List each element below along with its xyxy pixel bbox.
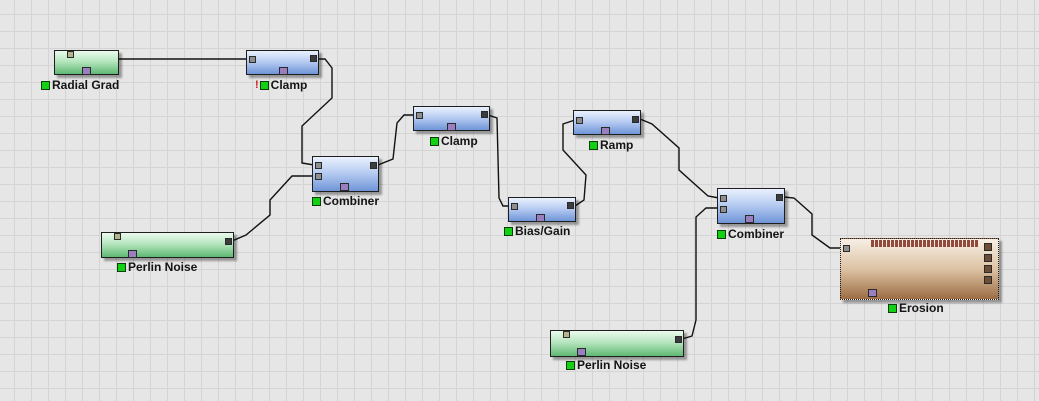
input-port[interactable] (315, 173, 322, 180)
bottom-port[interactable] (868, 289, 877, 297)
output-port[interactable] (984, 243, 992, 251)
node-label: ! Clamp (255, 78, 307, 92)
wire-clamp-to-biasgain[interactable] (487, 114, 510, 207)
node-name: Perlin Noise (128, 260, 198, 274)
input-port[interactable] (720, 195, 727, 202)
output-port[interactable] (310, 55, 317, 62)
param-port[interactable] (114, 233, 121, 240)
node-name: Clamp (441, 134, 478, 148)
input-port[interactable] (315, 162, 322, 169)
node-ramp[interactable] (573, 110, 641, 135)
output-port[interactable] (632, 116, 639, 123)
node-label: Ramp (589, 138, 633, 152)
input-port[interactable] (843, 245, 850, 252)
node-name: Erosion (899, 301, 944, 315)
node-name: Bias/Gain (515, 224, 571, 238)
param-port[interactable] (563, 331, 570, 338)
wire-perlin-to-combiner[interactable] (231, 175, 314, 242)
node-label: Radial Grad (41, 78, 119, 92)
bottom-port[interactable] (128, 250, 137, 258)
status-indicator[interactable] (504, 226, 513, 236)
status-indicator[interactable] (566, 360, 575, 370)
node-name: Clamp (270, 78, 308, 92)
output-port[interactable] (984, 254, 992, 262)
output-port[interactable] (567, 202, 574, 209)
input-port[interactable] (720, 206, 727, 213)
node-label: Combiner (312, 194, 379, 208)
node-radial-grad[interactable] (54, 50, 119, 75)
status-indicator[interactable] (117, 262, 126, 272)
node-label: Bias/Gain (504, 224, 570, 238)
output-port[interactable] (675, 336, 682, 343)
node-name: Perlin Noise (577, 358, 647, 372)
output-port[interactable] (370, 162, 377, 169)
output-port[interactable] (984, 276, 992, 284)
bottom-port[interactable] (340, 183, 349, 191)
node-bias-gain[interactable] (508, 197, 576, 222)
node-name: Combiner (323, 194, 380, 208)
bottom-port[interactable] (601, 127, 610, 135)
status-indicator[interactable] (589, 140, 598, 150)
node-label: Perlin Noise (566, 358, 646, 372)
node-combiner-2[interactable] (717, 188, 785, 224)
output-port[interactable] (776, 194, 783, 201)
status-indicator[interactable] (717, 229, 726, 239)
node-name: Ramp (600, 138, 634, 152)
node-combiner-1[interactable] (312, 156, 379, 192)
status-indicator[interactable] (312, 196, 321, 206)
wire-perlin-to-combiner2[interactable] (681, 207, 719, 340)
wire-clamp-to-combiner[interactable] (301, 58, 333, 166)
output-port[interactable] (984, 265, 992, 273)
wire-combiner-to-clamp[interactable] (377, 114, 415, 166)
wire-biasgain-to-ramp[interactable] (562, 119, 587, 207)
node-label: Perlin Noise (117, 260, 197, 274)
input-port[interactable] (416, 112, 423, 119)
status-indicator[interactable] (888, 303, 897, 313)
wire-combiner-to-erosion[interactable] (783, 196, 842, 249)
node-name: Radial Grad (52, 78, 120, 92)
bottom-port[interactable] (745, 215, 754, 223)
wire-ramp-to-combiner[interactable] (639, 118, 720, 199)
node-label: Combiner (717, 227, 784, 241)
bottom-port[interactable] (447, 123, 456, 131)
bottom-port[interactable] (577, 348, 586, 356)
bottom-port[interactable] (82, 67, 91, 75)
status-indicator[interactable] (259, 80, 269, 90)
node-erosion[interactable] (840, 238, 999, 300)
node-clamp-1[interactable] (246, 50, 319, 75)
input-port[interactable] (249, 56, 256, 63)
status-indicator[interactable] (430, 136, 439, 146)
node-clamp-2[interactable] (413, 106, 490, 131)
bottom-port[interactable] (279, 67, 288, 75)
node-perlin-noise-1[interactable] (101, 232, 234, 258)
output-port[interactable] (481, 111, 488, 118)
input-port[interactable] (511, 203, 518, 210)
node-label: Clamp (430, 134, 478, 148)
input-port[interactable] (576, 117, 583, 124)
warning-icon: ! (255, 79, 259, 91)
node-name: Combiner (728, 227, 785, 241)
output-port[interactable] (225, 238, 232, 245)
bottom-port[interactable] (536, 214, 545, 222)
param-port[interactable] (67, 51, 74, 58)
param-strip[interactable] (871, 240, 978, 247)
status-indicator[interactable] (41, 80, 50, 90)
node-perlin-noise-2[interactable] (550, 330, 684, 357)
node-label: Erosion (888, 301, 944, 315)
